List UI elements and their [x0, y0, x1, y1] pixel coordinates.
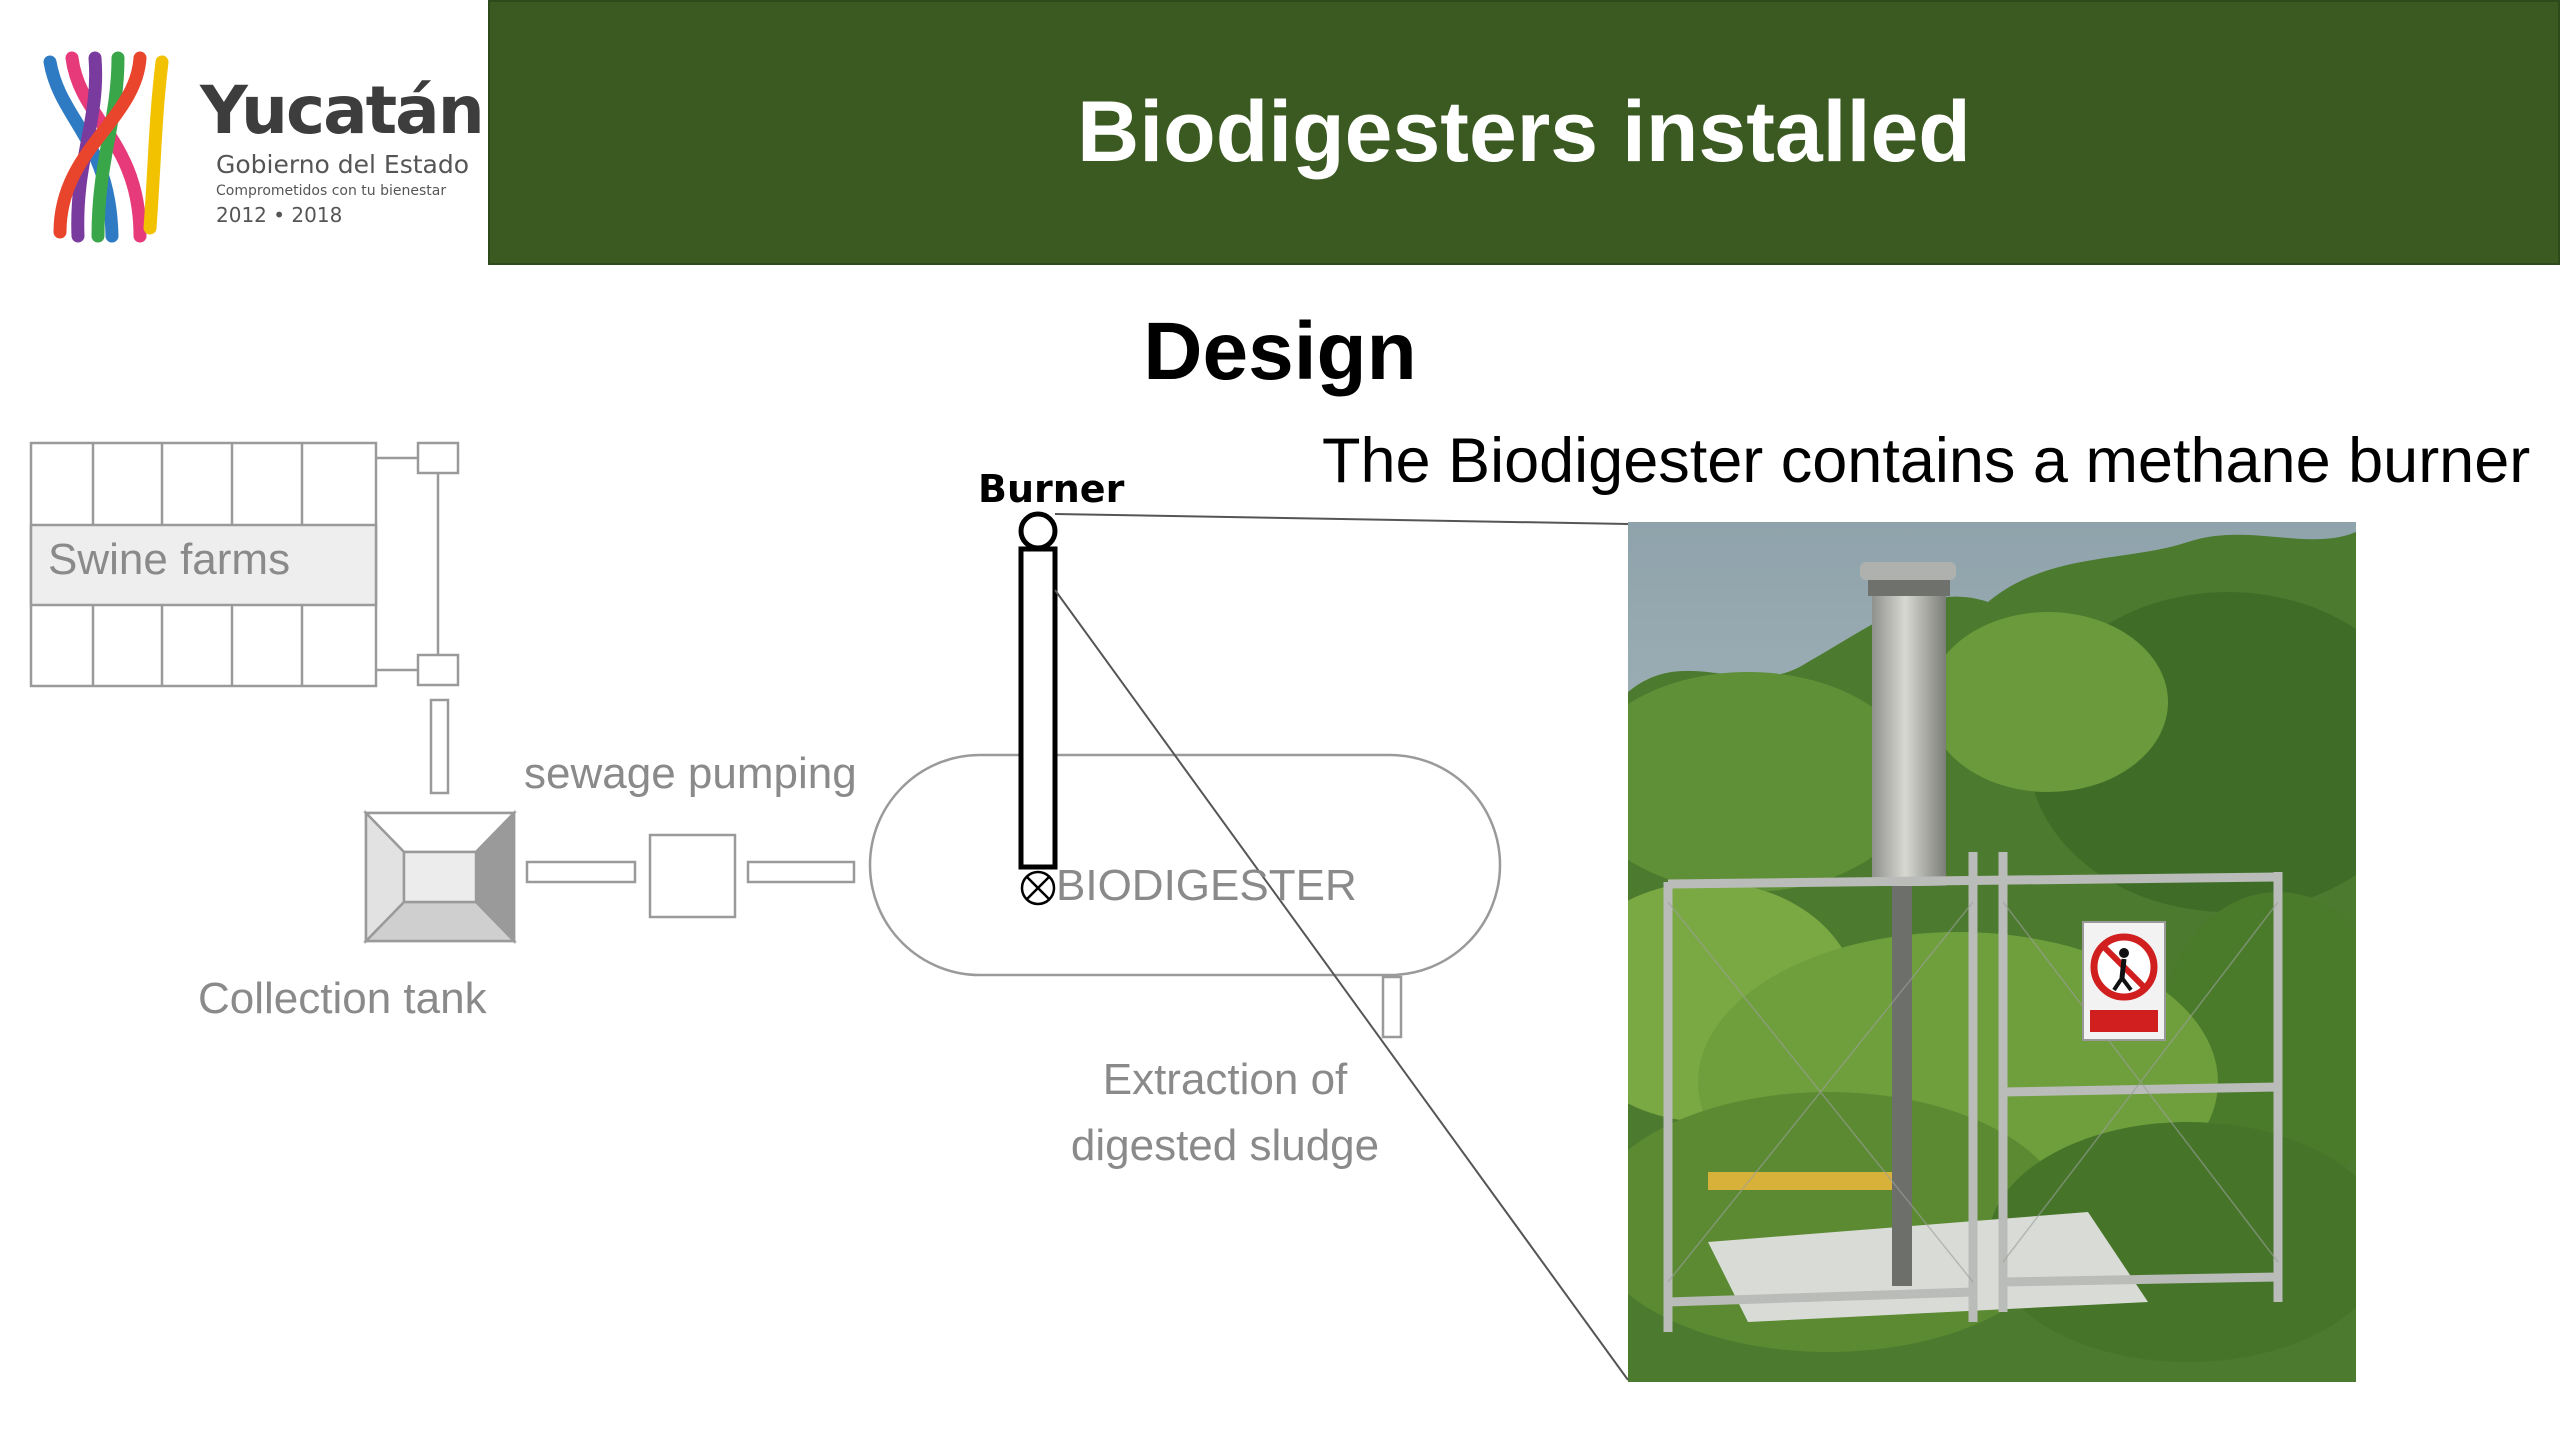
swine-farms-label: Swine farms	[48, 535, 290, 584]
collection-tank-label: Collection tank	[198, 974, 488, 1023]
header-title: Biodigesters installed	[1077, 84, 1971, 180]
zoom-line-bottom	[1054, 589, 1629, 1381]
logo-subtitle: Gobierno del Estado	[216, 150, 470, 179]
yucatan-logo-icon	[43, 51, 169, 243]
swine-farms-building	[29, 441, 378, 688]
biodigester-label: BIODIGESTER	[1056, 861, 1357, 910]
valve-icon	[1020, 870, 1056, 906]
burner-photo	[1628, 522, 2356, 1382]
logo-tagline: Comprometidos con tu bienestar	[216, 183, 447, 199]
logo-title: Yucatán	[200, 72, 485, 149]
sewage-pumping-label: sewage pumping	[524, 749, 857, 798]
sludge-pipe	[1381, 975, 1403, 1039]
caption: The Biodigester contains a methane burne…	[1322, 426, 2531, 496]
extraction-label-line1: Extraction of	[1103, 1055, 1348, 1104]
yucatan-logo: Yucatán Gobierno del Estado Comprometido…	[0, 0, 488, 265]
header-bar: Biodigesters installed	[488, 0, 2560, 265]
burner-label: Burner	[978, 467, 1125, 511]
burner	[1018, 511, 1058, 870]
extraction-label-line2: digested sludge	[1071, 1121, 1379, 1170]
zoom-line-top	[1054, 513, 1629, 525]
collection-tank	[363, 809, 517, 945]
no-pedestrian-sign-icon	[2082, 921, 2166, 1041]
downpipe	[429, 698, 450, 795]
logo-years: 2012 • 2018	[216, 203, 343, 227]
section-title: Design	[1143, 306, 1417, 397]
pump-box	[648, 833, 737, 919]
